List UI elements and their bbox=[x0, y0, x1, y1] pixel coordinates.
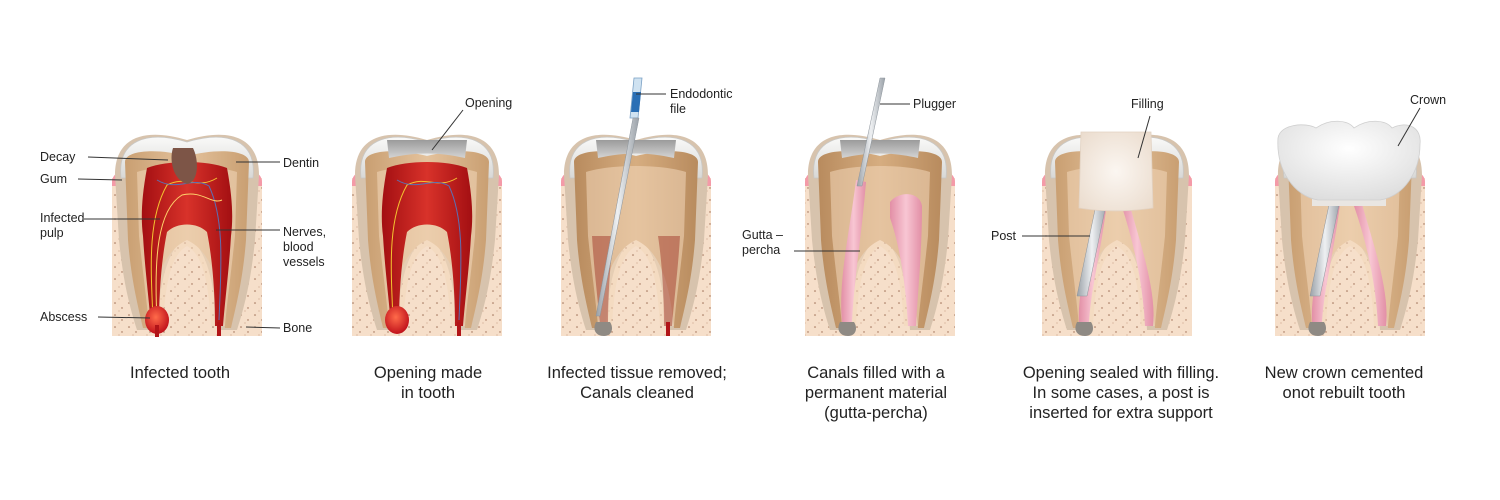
label-gutta-percha: Gutta – percha bbox=[742, 228, 783, 258]
abscess bbox=[385, 306, 409, 334]
tooth-step-1 bbox=[112, 135, 262, 337]
tooth-step-5 bbox=[1042, 132, 1192, 336]
caption-step-2: Opening made in tooth bbox=[308, 363, 548, 403]
label-bone: Bone bbox=[283, 321, 312, 336]
tooth-step-6 bbox=[1275, 121, 1425, 336]
root-vessel bbox=[457, 322, 461, 336]
label-nerves-blood-vessels: Nerves, blood vessels bbox=[283, 225, 326, 270]
label-dentin: Dentin bbox=[283, 156, 319, 171]
caption-step-6: New crown cemented onot rebuilt tooth bbox=[1224, 363, 1464, 403]
label-crown: Crown bbox=[1410, 93, 1446, 108]
label-gum: Gum bbox=[40, 172, 67, 187]
root-vessel bbox=[666, 322, 670, 336]
tooth-step-4 bbox=[805, 78, 955, 336]
tooth-step-2 bbox=[352, 135, 502, 336]
caption-step-5: Opening sealed with filling. In some cas… bbox=[1001, 363, 1241, 423]
label-post: Post bbox=[991, 229, 1016, 244]
label-plugger: Plugger bbox=[913, 97, 956, 112]
label-abscess: Abscess bbox=[40, 310, 87, 325]
root-vessel bbox=[217, 322, 221, 336]
caption-step-1: Infected tooth bbox=[60, 363, 300, 383]
label-endodontic-file: Endodontic file bbox=[670, 87, 733, 117]
crown bbox=[1278, 121, 1420, 200]
abscess-vessel bbox=[155, 325, 159, 337]
label-filling: Filling bbox=[1131, 97, 1164, 112]
label-opening: Opening bbox=[465, 96, 512, 111]
label-infected-pulp: Infected pulp bbox=[40, 211, 84, 241]
caption-step-3: Infected tissue removed; Canals cleaned bbox=[517, 363, 757, 403]
caption-step-4: Canals filled with a permanent material … bbox=[756, 363, 996, 423]
label-decay: Decay bbox=[40, 150, 75, 165]
